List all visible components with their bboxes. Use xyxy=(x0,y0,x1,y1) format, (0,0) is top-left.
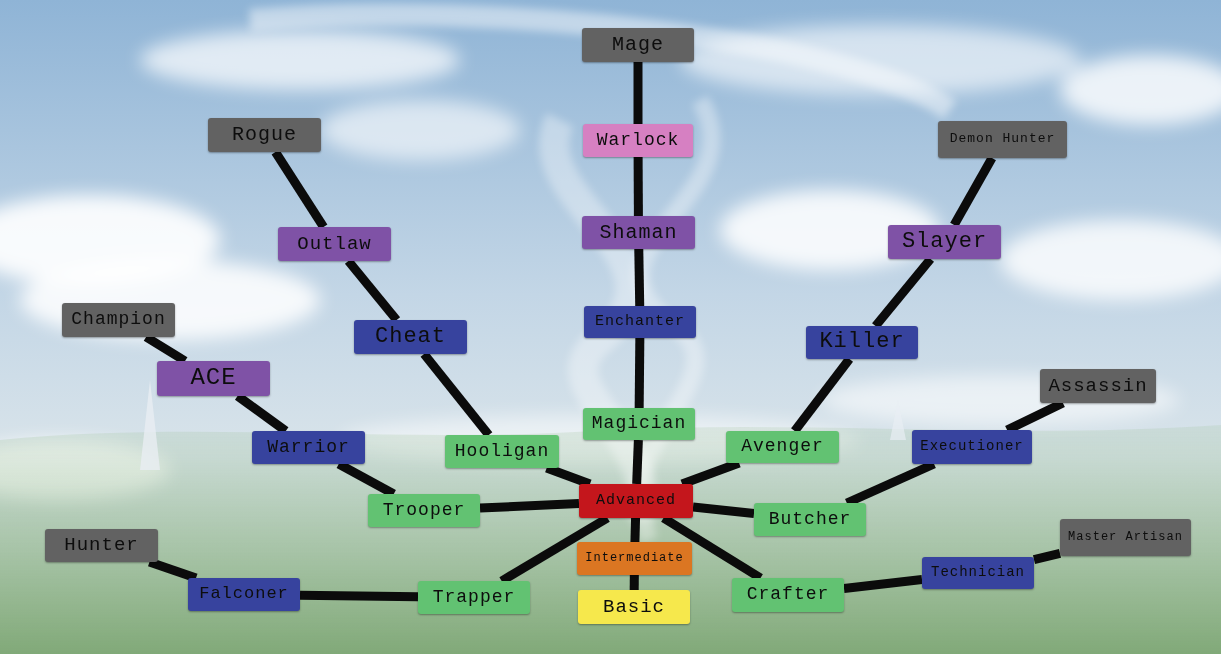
land xyxy=(0,425,1221,654)
connector xyxy=(634,157,643,216)
connector xyxy=(682,463,739,484)
skill-label: Enchanter xyxy=(595,314,685,331)
skill-label: Magician xyxy=(592,414,686,434)
connector xyxy=(693,507,754,513)
skill-box: Magician xyxy=(583,408,695,440)
connector xyxy=(1007,403,1063,430)
skill-box: Crafter xyxy=(732,578,844,612)
skill-label: Hunter xyxy=(64,535,138,556)
skill-box: Shaman xyxy=(582,216,695,249)
skill-label: Trapper xyxy=(433,588,516,608)
skill-box: Executioner xyxy=(912,430,1032,464)
cloud xyxy=(140,30,460,90)
skill-box: Master Artisan xyxy=(1060,519,1191,556)
connector xyxy=(1034,553,1060,559)
skill-label: Crafter xyxy=(747,585,830,605)
skill-label: Outlaw xyxy=(297,234,371,255)
skill-label: Technician xyxy=(931,565,1025,580)
skill-label: Butcher xyxy=(769,510,852,530)
connector xyxy=(146,337,185,361)
skill-box: Killer xyxy=(806,326,918,359)
skill-label: Advanced xyxy=(596,493,676,510)
skill-label: Master Artisan xyxy=(1068,531,1183,544)
skill-box: Assassin xyxy=(1040,369,1156,403)
skill-label: Cheat xyxy=(375,325,446,349)
connector xyxy=(238,396,286,431)
skill-label: Hooligan xyxy=(455,442,549,462)
skill-box: Hunter xyxy=(45,529,158,562)
connector xyxy=(876,259,931,326)
skill-box: Butcher xyxy=(754,503,866,536)
skill-box: Trooper xyxy=(368,494,480,527)
skill-box: Avenger xyxy=(726,431,839,463)
skill-label: Assassin xyxy=(1048,376,1147,397)
skill-label: Avenger xyxy=(741,437,824,457)
connector xyxy=(300,595,418,597)
skill-box: Hooligan xyxy=(445,435,559,468)
cloud xyxy=(1000,220,1221,300)
connector xyxy=(795,359,850,431)
skill-box: Enchanter xyxy=(584,306,696,338)
skill-label: ACE xyxy=(190,365,236,391)
skill-label: Mage xyxy=(612,34,664,56)
skill-label: Champion xyxy=(71,310,165,330)
skill-label: Killer xyxy=(819,330,904,354)
connector xyxy=(630,575,639,590)
skill-box: Slayer xyxy=(888,225,1001,259)
tower xyxy=(250,15,950,540)
skill-box: Basic xyxy=(578,590,690,624)
skill-label: Shaman xyxy=(599,222,677,244)
connector xyxy=(149,562,196,578)
skill-label: Basic xyxy=(603,597,665,618)
cloud xyxy=(20,260,320,340)
skill-box: Technician xyxy=(922,557,1034,589)
skill-box: Cheat xyxy=(354,320,467,354)
connector xyxy=(480,504,579,508)
skill-box: Mage xyxy=(582,28,694,62)
connector xyxy=(547,468,590,484)
skill-label: Warlock xyxy=(597,131,680,151)
connector xyxy=(634,62,643,124)
skill-label: Slayer xyxy=(902,230,987,254)
skill-label: Rogue xyxy=(232,124,297,146)
connector xyxy=(634,249,644,306)
skill-label: Trooper xyxy=(383,501,466,521)
connector xyxy=(847,464,934,503)
connector xyxy=(635,338,645,408)
skill-box: Demon Hunter xyxy=(938,121,1067,158)
skill-label: Demon Hunter xyxy=(950,132,1056,146)
skill-box: Champion xyxy=(62,303,175,337)
skill-box: Rogue xyxy=(208,118,321,152)
connector xyxy=(637,440,639,484)
cloud xyxy=(320,100,520,160)
connector xyxy=(424,354,489,435)
skill-box: Outlaw xyxy=(278,227,391,261)
skill-box: Trapper xyxy=(418,581,530,614)
skill-label: Warrior xyxy=(267,438,350,458)
connector xyxy=(954,158,992,225)
connector xyxy=(275,152,323,227)
skill-box: Warrior xyxy=(252,431,365,464)
skill-box: Falconer xyxy=(188,578,300,611)
ring-arc xyxy=(250,15,950,110)
cloud xyxy=(1060,55,1221,125)
skill-label: Falconer xyxy=(199,585,289,604)
skill-box: Warlock xyxy=(583,124,693,157)
skill-box: Intermediate xyxy=(577,542,692,575)
skill-label: Executioner xyxy=(920,439,1023,454)
spire xyxy=(890,400,906,440)
connector xyxy=(339,464,394,494)
connector xyxy=(630,518,640,542)
connector xyxy=(348,261,396,320)
skill-box: Advanced xyxy=(579,484,693,518)
skill-box: ACE xyxy=(157,361,270,396)
connector xyxy=(844,579,922,588)
skill-label: Intermediate xyxy=(585,552,683,565)
